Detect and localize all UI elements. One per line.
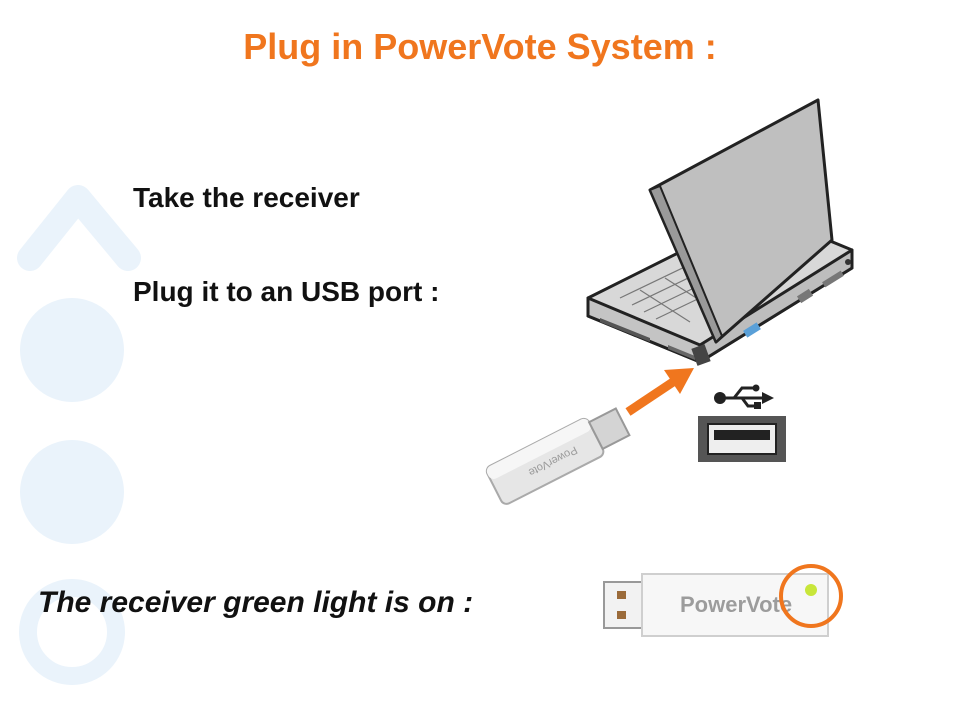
decor-chevron-icon bbox=[17, 185, 141, 271]
decor-circle bbox=[20, 440, 124, 544]
arrow-icon bbox=[625, 368, 694, 416]
status-text: The receiver green light is on : bbox=[38, 586, 474, 619]
step-plug-usb: Plug it to an USB port : bbox=[133, 276, 440, 307]
usb-receiver-light-icon: PowerVote bbox=[603, 564, 843, 637]
status-led-icon bbox=[805, 584, 817, 596]
highlight-circle bbox=[779, 564, 843, 628]
receiver-brand: PowerVote bbox=[680, 592, 792, 617]
decor-circle bbox=[20, 298, 124, 402]
page-title: Plug in PowerVote System : bbox=[243, 26, 717, 67]
usb-port-icon bbox=[698, 416, 786, 462]
step-take-receiver: Take the receiver bbox=[133, 182, 360, 213]
usb-symbol-icon bbox=[714, 384, 774, 409]
laptop-icon bbox=[586, 98, 854, 366]
decor-ring bbox=[19, 579, 125, 685]
usb-receiver-icon: PowerVote bbox=[485, 407, 631, 505]
